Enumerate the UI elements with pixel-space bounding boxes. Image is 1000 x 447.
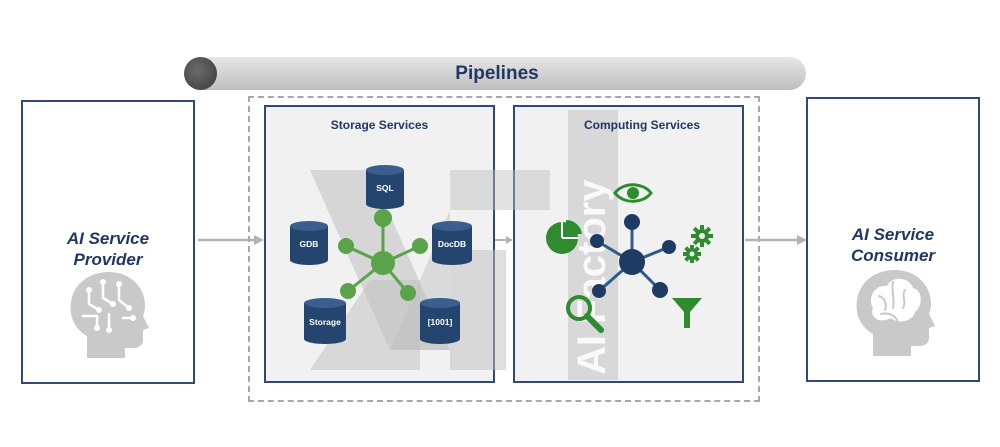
- database-storage: Storage: [304, 298, 346, 344]
- pipelines-bar-cap: [184, 57, 217, 90]
- network-hub: [619, 249, 645, 275]
- network-node: [374, 209, 392, 227]
- network-node: [652, 282, 668, 298]
- filter-icon: [672, 298, 702, 328]
- network-node: [340, 283, 356, 299]
- database-icon: [420, 298, 460, 344]
- consumer-title-line1: AI Service: [851, 225, 935, 244]
- provider-title-line2: Provider: [73, 250, 143, 269]
- pipelines-bar: [188, 57, 806, 90]
- database-label: Storage: [309, 317, 341, 327]
- computing-services-panel: [513, 105, 744, 383]
- network-node: [400, 285, 416, 301]
- database-icon: [366, 165, 404, 209]
- database-label: GDB: [299, 239, 319, 249]
- magnifier-icon: [566, 295, 604, 333]
- gears-icon: [683, 225, 713, 263]
- network-node: [592, 284, 606, 298]
- database-docdb: DocDB: [432, 221, 472, 265]
- database-label: DocDB: [437, 239, 467, 249]
- database-sql: SQL: [366, 165, 404, 209]
- arrow-computing-to-consumer: [745, 235, 807, 245]
- arrow-storage-to-computing: [495, 236, 513, 244]
- pipeline-container: [248, 96, 760, 402]
- database-label: SQL: [376, 183, 394, 193]
- network-node: [338, 238, 354, 254]
- database-1001: [1001]: [420, 298, 460, 344]
- provider-title: AI Service Provider: [21, 228, 195, 270]
- brain-circuit-head-icon: [70, 272, 149, 358]
- network-node: [412, 238, 428, 254]
- computing-services-title: Computing Services: [583, 118, 701, 132]
- consumer-title: AI Service Consumer: [806, 224, 980, 266]
- database-label: [1001]: [427, 317, 453, 327]
- database-icon: [304, 298, 346, 344]
- database-icon: [432, 221, 472, 265]
- storage-services-title: Storage Services: [330, 118, 429, 132]
- database-icon: [290, 221, 328, 265]
- eye-icon: [613, 183, 653, 203]
- pipelines-label: Pipelines: [455, 63, 539, 84]
- arrow-provider-to-storage: [198, 235, 264, 245]
- brain-head-icon: [856, 270, 935, 356]
- database-gdb: GDB: [290, 221, 328, 265]
- storage-network: [338, 209, 428, 301]
- watermark-text: AI Factory: [570, 179, 614, 375]
- network-node: [662, 240, 676, 254]
- computing-network: [590, 214, 676, 298]
- pie-chart-icon: [546, 219, 582, 254]
- network-node: [590, 234, 604, 248]
- network-node: [624, 214, 640, 230]
- network-hub: [371, 251, 395, 275]
- provider-title-line1: AI Service: [66, 229, 150, 248]
- consumer-title-line2: Consumer: [850, 246, 936, 265]
